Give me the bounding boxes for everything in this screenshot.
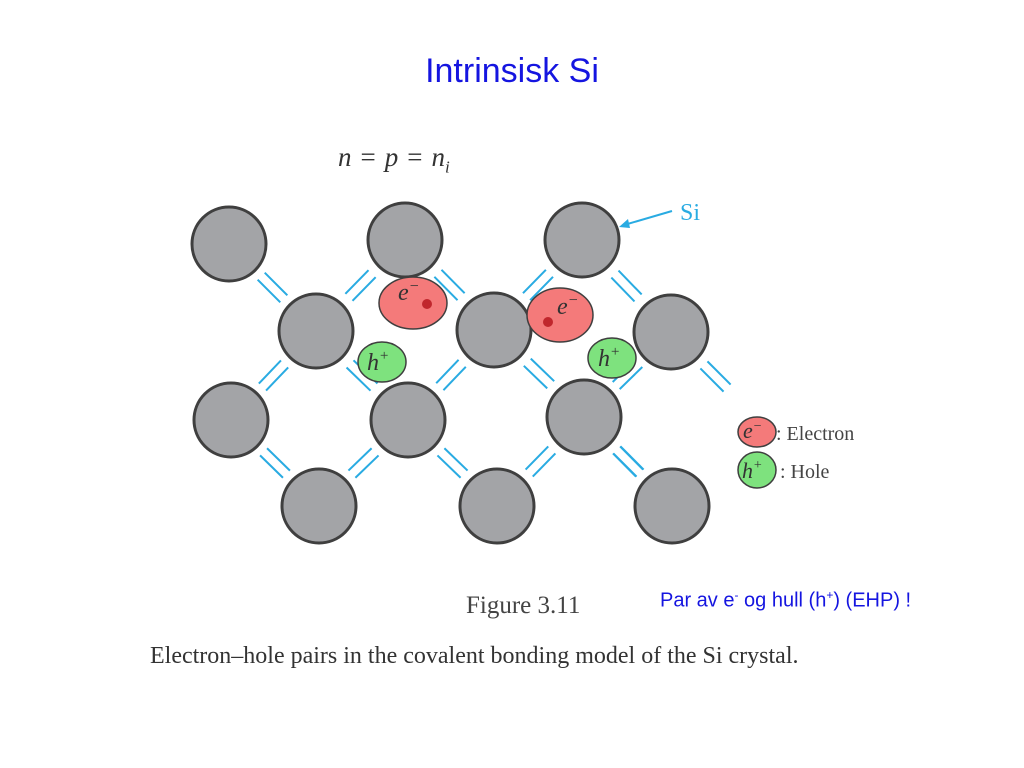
ehp-note: Par av e- og hull (h+) (EHP) ! xyxy=(660,588,912,612)
svg-text:e−: e− xyxy=(743,418,762,443)
electron-1: e− xyxy=(378,276,448,330)
bond-line xyxy=(440,269,466,294)
bond-line xyxy=(258,359,282,385)
figure-number: Figure 3.11 xyxy=(466,592,581,619)
si-atoms xyxy=(190,201,711,545)
bond-line xyxy=(443,447,469,472)
bond-line xyxy=(442,366,467,391)
legend-hole: h+ : Hole xyxy=(737,451,830,489)
si-label: Si xyxy=(680,200,700,226)
svg-text:e−: e− xyxy=(398,278,419,306)
bond-line xyxy=(610,276,636,303)
equation-n-p-ni: n = p = ni xyxy=(338,142,450,177)
si-atom xyxy=(545,378,623,456)
bond-line xyxy=(435,359,460,384)
legend: e− : Electron h+ : Hole xyxy=(737,416,854,489)
si-atom xyxy=(633,467,711,545)
bond-line xyxy=(522,269,547,294)
si-pointer-arrow xyxy=(623,210,673,226)
bond-line xyxy=(264,271,289,296)
electron-dot xyxy=(543,317,553,327)
eq-sign-1: = xyxy=(360,142,376,172)
si-atom xyxy=(632,293,710,371)
bond-line xyxy=(706,360,732,386)
legend-electron-label: : Electron xyxy=(776,423,854,445)
bond-line xyxy=(612,452,638,478)
bond-line xyxy=(532,452,557,478)
bond-line xyxy=(259,454,284,479)
eq-sign-2: = xyxy=(407,142,423,172)
svg-text:e−: e− xyxy=(557,292,578,320)
figure-caption: Electron–hole pairs in the covalent bond… xyxy=(150,643,799,669)
bond-line xyxy=(354,454,380,479)
bond-line xyxy=(345,366,372,392)
bond-line xyxy=(265,366,289,392)
eq-n: n xyxy=(338,142,352,172)
si-atom xyxy=(277,292,355,370)
slide-title: Intrinsisk Si xyxy=(425,52,599,90)
bond-line xyxy=(266,447,291,472)
bond-line xyxy=(351,276,377,302)
hole-2: h+ xyxy=(587,337,637,379)
legend-electron: e− : Electron xyxy=(737,416,854,448)
svg-text:h+: h+ xyxy=(742,458,762,483)
svg-text:h+: h+ xyxy=(367,348,389,376)
si-atom xyxy=(366,201,444,279)
si-atom xyxy=(280,467,358,545)
bond-line xyxy=(530,357,555,382)
si-atom xyxy=(192,381,270,459)
si-atom xyxy=(458,467,536,545)
bond-line xyxy=(436,454,462,479)
svg-text:h+: h+ xyxy=(598,344,620,372)
bond-line xyxy=(433,276,459,301)
eq-p: p xyxy=(384,142,399,172)
legend-hole-label: : Hole xyxy=(780,461,830,483)
bond-line xyxy=(529,276,554,301)
bond-line xyxy=(618,366,644,390)
hole-1: h+ xyxy=(357,341,407,383)
bond-line xyxy=(256,279,281,304)
si-pointer-arrowhead xyxy=(619,219,630,228)
si-atom xyxy=(369,381,447,459)
bond-line xyxy=(699,367,725,393)
eq-ni: ni xyxy=(431,142,450,177)
bond-line xyxy=(347,447,373,472)
si-atom xyxy=(543,201,621,279)
electron-2: e− xyxy=(526,287,594,343)
si-atom xyxy=(190,205,268,283)
electron-dot xyxy=(422,299,432,309)
bond-line xyxy=(617,269,643,296)
si-atom xyxy=(455,291,533,369)
bond-line xyxy=(523,365,548,390)
bond-line xyxy=(524,445,549,471)
bond-line xyxy=(344,269,370,295)
bond-line xyxy=(619,445,645,471)
